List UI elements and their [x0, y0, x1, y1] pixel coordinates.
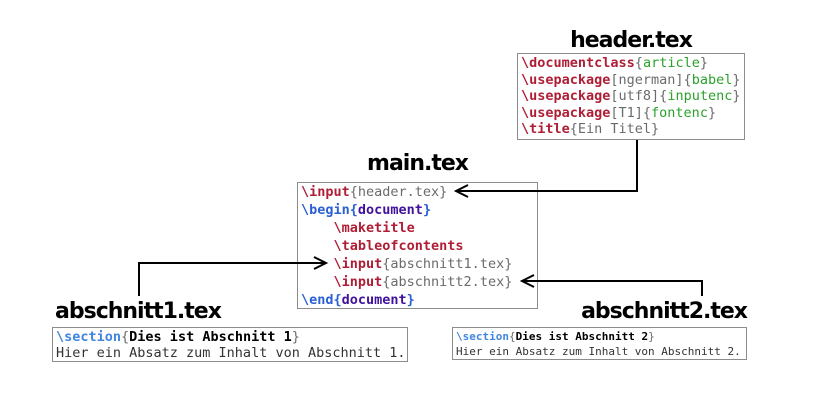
- file-title-main-tex: main.tex: [367, 151, 469, 176]
- code-line: \usepackage[utf8]{inputenc}: [521, 88, 741, 105]
- code-box-abschnitt2-tex: \section{Dies ist Abschnitt 2}Hier ein A…: [452, 327, 747, 360]
- code-token-gray: {Ein Titel}: [569, 121, 660, 137]
- code-token-green: inputenc: [667, 88, 733, 104]
- code-token-env: document: [357, 202, 423, 218]
- code-line: \usepackage[T1]{fontenc}: [521, 105, 741, 122]
- code-token-sec: \section: [456, 330, 509, 343]
- code-token-env: document: [341, 292, 407, 308]
- code-token-gray: {header.tex}: [349, 184, 448, 200]
- code-line: \input{abschnitt2.tex}: [301, 273, 534, 291]
- code-token-gray: {abschnitt2.tex}: [382, 274, 513, 290]
- code-line: \tableofcontents: [301, 237, 534, 255]
- file-title-abschnitt2-tex: abschnitt2.tex: [581, 299, 748, 324]
- code-token-plain: Hier ein Absatz zum Inhalt von Abschnitt…: [56, 345, 406, 361]
- code-line: \section{Dies ist Abschnitt 1}: [56, 329, 404, 345]
- arrow-line: [523, 280, 703, 296]
- code-token-cmd: \usepackage: [521, 88, 611, 104]
- file-title-abschnitt1-tex: abschnitt1.tex: [55, 299, 222, 324]
- code-line: Hier ein Absatz zum Inhalt von Abschnitt…: [456, 344, 743, 359]
- code-token-gray: {: [508, 330, 516, 343]
- code-token-kw: \end{: [301, 292, 342, 308]
- code-line: \usepackage[ngerman]{babel}: [521, 72, 741, 89]
- code-token-gray: [T1]{: [610, 104, 652, 121]
- code-token-kw: \begin{: [301, 202, 358, 218]
- code-line: \input{abschnitt1.tex}: [301, 255, 534, 273]
- code-token-gray: {abschnitt1.tex}: [382, 256, 513, 272]
- code-token-kw: }: [406, 292, 415, 308]
- code-token-cmd: \input: [301, 274, 383, 290]
- code-line: Hier ein Absatz zum Inhalt von Abschnitt…: [56, 345, 406, 361]
- code-token-gray: }: [648, 330, 655, 343]
- code-line: \maketitle: [301, 219, 534, 237]
- code-token-cmd: \documentclass: [521, 55, 635, 71]
- code-token-cmd: \tableofcontents: [301, 238, 464, 254]
- code-line: \documentclass{article}: [521, 55, 741, 72]
- code-token-bold: Dies ist Abschnitt 1: [129, 329, 292, 345]
- code-token-kw: }: [422, 202, 432, 218]
- code-token-cmd: \input: [301, 184, 350, 200]
- code-token-gray: }: [732, 88, 741, 104]
- code-token-green: article: [642, 55, 700, 71]
- code-token-gray: }: [291, 329, 300, 345]
- code-token-cmd: \title: [521, 121, 570, 137]
- code-token-cmd: \maketitle: [301, 220, 415, 236]
- code-token-cmd: \input: [301, 256, 383, 272]
- code-line: \section{Dies ist Abschnitt 2}: [456, 329, 743, 344]
- code-token-gray: }: [732, 71, 741, 88]
- code-token-gray: {: [121, 329, 130, 345]
- code-token-bold: Dies ist Abschnitt 2: [515, 330, 649, 343]
- file-title-header-tex: header.tex: [570, 28, 693, 53]
- code-token-cmd: \usepackage: [521, 71, 611, 88]
- code-token-plain: Hier ein Absatz zum Inhalt von Abschnitt…: [456, 345, 741, 358]
- code-token-gray: {: [634, 55, 643, 71]
- code-token-green: babel: [691, 71, 733, 88]
- code-box-abschnitt1-tex: \section{Dies ist Abschnitt 1}Hier ein A…: [52, 327, 408, 362]
- arrow-abschnitt2-to-main-input: [519, 274, 703, 296]
- code-line: \input{header.tex}: [301, 183, 534, 201]
- code-line: \end{document}: [301, 291, 534, 308]
- code-box-header-tex: \documentclass{article}\usepackage[ngerm…: [517, 53, 745, 140]
- code-token-sec: \section: [56, 329, 122, 345]
- code-token-gray: }: [699, 55, 708, 71]
- code-token-cmd: \usepackage: [521, 104, 611, 121]
- code-token-gray: [ngerman]{: [610, 71, 692, 88]
- code-token-green: fontenc: [651, 104, 708, 121]
- code-token-gray: }: [707, 104, 717, 121]
- code-line: \title{Ein Titel}: [521, 121, 741, 138]
- code-token-gray: [utf8]{: [610, 88, 668, 104]
- code-box-main-tex: \input{header.tex}\begin{document} \make…: [297, 182, 538, 309]
- code-line: \begin{document}: [301, 201, 534, 219]
